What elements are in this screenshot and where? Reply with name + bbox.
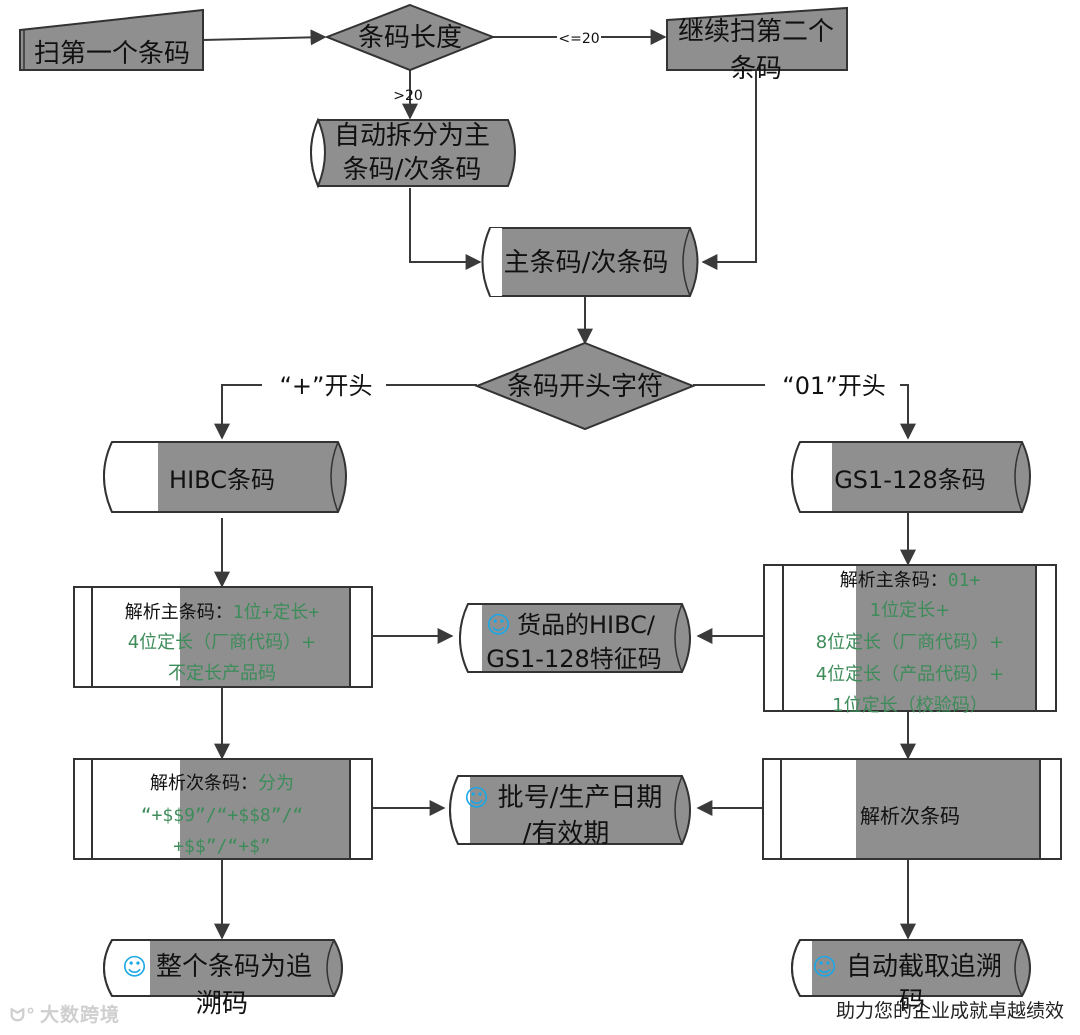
edge-split-to-main [409, 188, 482, 270]
scan-first-label: 扫第一个条码 [34, 39, 190, 69]
edge-scan-to-length [202, 29, 327, 46]
edge-label-01-start: “01”开头 [782, 372, 885, 400]
batch-line2: /有效期 [523, 819, 610, 849]
whole-trace-line1: 整个条码为追 [156, 952, 312, 982]
whole-trace-line2: 溯码 [196, 989, 248, 1019]
parse-main-hibc-line1: 1位+定长+ [233, 602, 320, 623]
scan-second-node: 继续扫第二个 条码 [666, 6, 848, 84]
parse-sub-hibc-prefix: 解析次条码： [150, 773, 258, 794]
batch-line1: 批号/生产日期 [498, 783, 663, 813]
main-sub-label: 主条码/次条码 [504, 248, 669, 278]
batch-node: ☺ 批号/生产日期 /有效期 [449, 775, 691, 849]
parse-main-gs1-prefix: 解析主条码： [840, 570, 948, 591]
scan-second-line2: 条码 [730, 54, 782, 84]
parse-sub-gs1-label: 解析次条码 [860, 804, 960, 828]
watermark-text: 大数跨境 [39, 1004, 120, 1026]
prefix-check-node: 条码开头字符 [474, 341, 696, 431]
parse-main-gs1-line2: 1位定长+ [870, 600, 951, 621]
parse-sub-gs1-node: 解析次条码 [762, 758, 1062, 860]
feature-code-line1: 货品的HIBC/ [517, 611, 656, 639]
edge-label-gt20: >20 [393, 88, 423, 104]
smiley-icon: ☺ [486, 611, 511, 639]
footer-slogan: 助力您的企业成就卓越绩效 [835, 1000, 1064, 1022]
parse-sub-hibc-line1: 分为 [258, 773, 294, 794]
smiley-icon: ☺ [122, 953, 147, 981]
auto-split-node: 自动拆分为主 条码/次条码 [310, 117, 516, 189]
auto-split-line1: 自动拆分为主 [334, 121, 490, 151]
parse-main-gs1-line3: 8位定长（厂商代码）+ [816, 632, 1005, 653]
watermark: ᗢ°大数跨境 [10, 1000, 120, 1027]
watermark-logo-icon: ᗢ° [10, 1005, 36, 1026]
smiley-icon: ☺ [464, 784, 489, 812]
parse-main-hibc-node: 解析主条码：1位+定长+ 4位定长（厂商代码）+ 不定长产品码 [73, 586, 373, 688]
auto-split-line2: 条码/次条码 [343, 155, 482, 185]
parse-sub-hibc-line3: +$$”/“+$” [173, 836, 271, 857]
edge-label-le20: <=20 [558, 31, 599, 47]
gs1-node: GS1-128条码 [791, 441, 1031, 513]
parse-sub-hibc-node: 解析次条码：分为 “+$$9”/“+$$8”/“ +$$”/“+$” [73, 758, 373, 860]
edge-label-plus-start: “+”开头 [280, 372, 373, 400]
length-check-node: 条码长度 [324, 3, 496, 72]
auto-trace-line1: 自动截取追溯 [846, 952, 1002, 982]
connectors [202, 29, 916, 940]
edge-second-to-main [701, 70, 757, 270]
svg-text:解析主条码：01+: 解析主条码：01+ [840, 570, 981, 591]
parse-main-gs1-node: 解析主条码：01+ 1位定长+ 8位定长（厂商代码）+ 4位定长（产品代码）+ … [763, 564, 1057, 716]
scan-first-node: 扫第一个条码 [19, 8, 204, 71]
parse-main-gs1-line5: 1位定长（校验码） [832, 695, 987, 716]
auto-trace-node: ☺ 自动截取追溯 码 [791, 939, 1031, 1017]
feature-code-node: ☺ 货品的HIBC/ GS1-128特征码 [459, 603, 691, 673]
parse-sub-hibc-line2: “+$$9”/“+$$8”/“ [141, 805, 304, 826]
parse-main-gs1-line4: 4位定长（产品代码）+ [816, 664, 1005, 685]
parse-main-gs1-line1: 01+ [948, 570, 981, 591]
whole-trace-node: ☺ 整个条码为追 溯码 [103, 939, 343, 1019]
length-check-label: 条码长度 [358, 23, 462, 53]
feature-code-line2: GS1-128特征码 [486, 645, 662, 673]
parse-main-hibc-line3: 不定长产品码 [168, 663, 276, 684]
edge-prefix-to-hibc [214, 384, 477, 440]
main-sub-node: 主条码/次条码 [481, 227, 699, 297]
gs1-label: GS1-128条码 [834, 466, 986, 494]
prefix-check-label: 条码开头字符 [507, 372, 663, 402]
scan-second-line1: 继续扫第二个 [678, 17, 834, 47]
svg-text:解析主条码：1位+定长+: 解析主条码：1位+定长+ [125, 602, 320, 623]
edge-prefix-to-gs1 [693, 384, 916, 440]
hibc-label: HIBC条码 [169, 466, 275, 494]
auto-trace-line2: 码 [899, 987, 925, 1017]
hibc-node: HIBC条码 [103, 441, 347, 513]
parse-main-hibc-prefix: 解析主条码： [125, 602, 233, 623]
svg-text:解析次条码：分为: 解析次条码：分为 [150, 773, 294, 794]
smiley-icon: ☺ [812, 953, 837, 981]
parse-main-hibc-line2: 4位定长（厂商代码）+ [128, 632, 317, 653]
